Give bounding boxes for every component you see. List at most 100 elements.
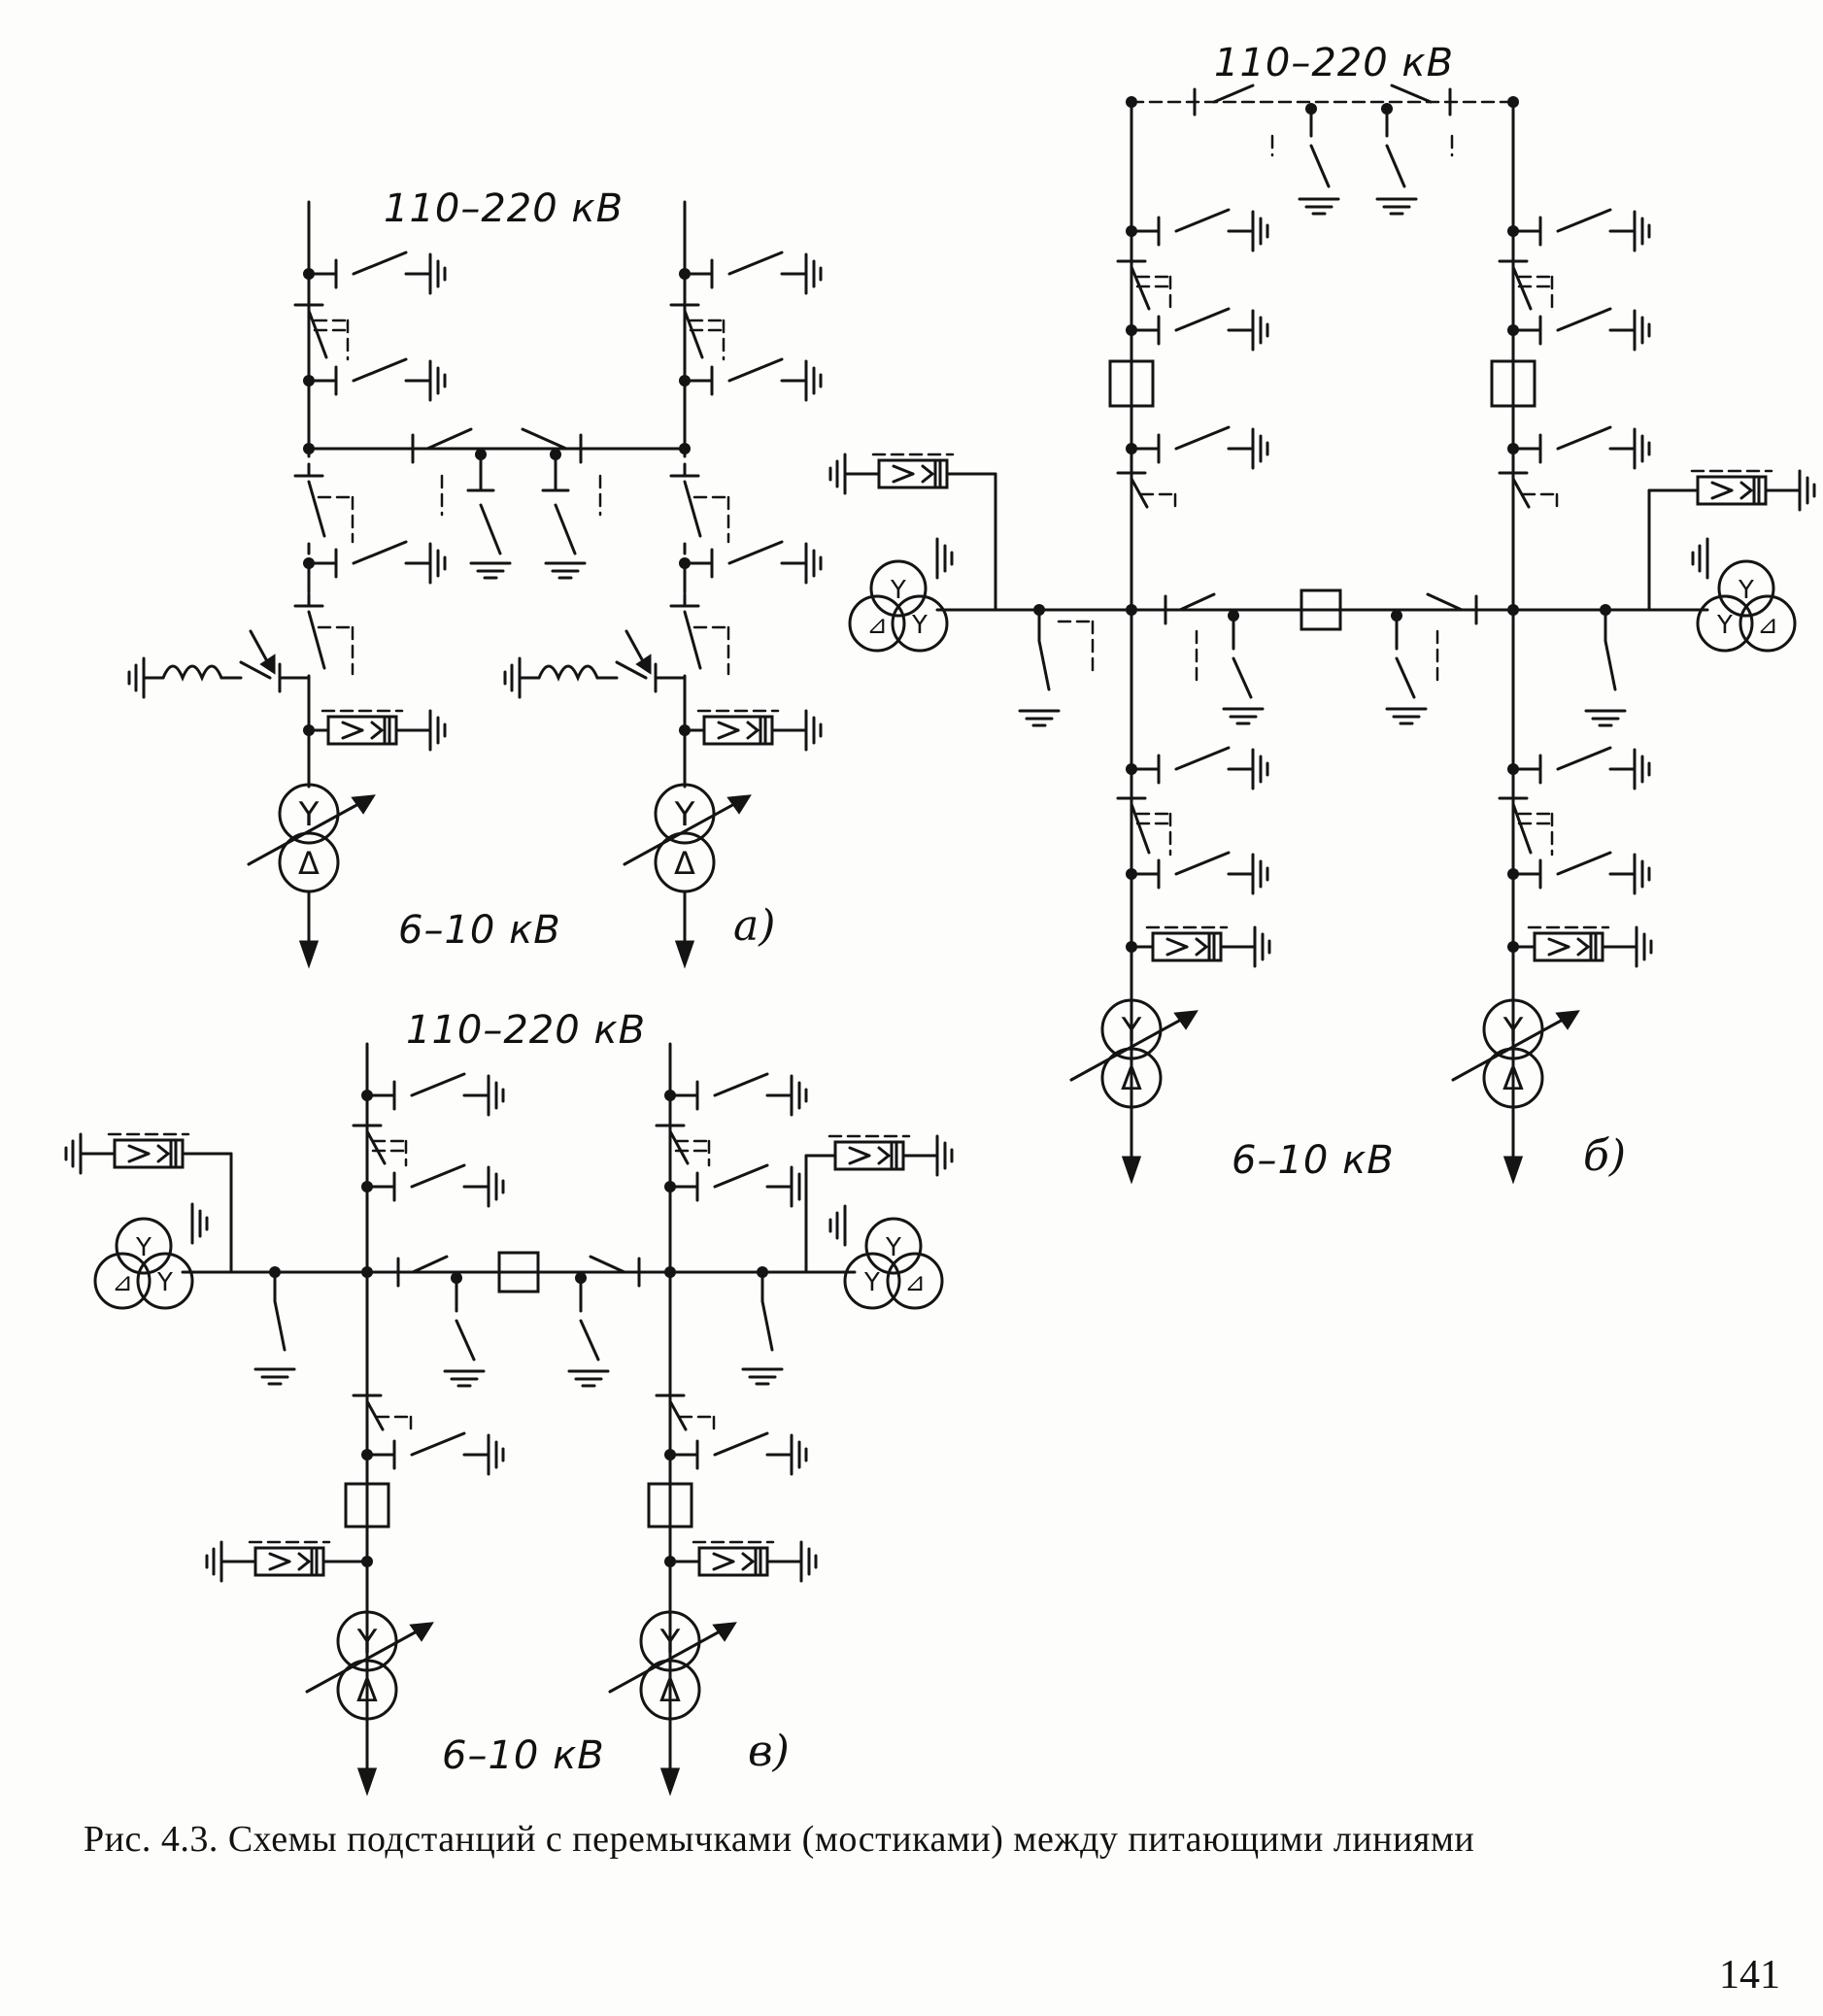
ground-symbol xyxy=(544,561,587,580)
ground-symbol xyxy=(1691,537,1709,580)
ground-symbol xyxy=(190,1202,209,1245)
junction-dot xyxy=(679,375,691,386)
page-number: 141 xyxy=(1719,1953,1780,1998)
winding-symbol: Y xyxy=(659,1623,681,1662)
two-winding-transformer: YΔ xyxy=(305,1610,434,1721)
circuit-breaker xyxy=(1490,359,1536,408)
grounding-switch xyxy=(1130,746,1255,785)
scheme-c-letter: в) xyxy=(748,1727,790,1776)
disconnector xyxy=(293,592,354,688)
winding-symbol: Y xyxy=(911,611,928,640)
junction-dot xyxy=(303,268,315,280)
two-winding-transformer: YΔ xyxy=(1451,998,1580,1109)
bridge xyxy=(365,1255,672,1361)
grounding-switch xyxy=(1130,208,1255,247)
ground-symbol xyxy=(741,1367,784,1386)
junction-dot xyxy=(1305,103,1317,115)
scheme-a-hv-label: 110–220 кВ xyxy=(384,186,625,231)
ground-symbol xyxy=(567,1369,610,1388)
ground-symbol xyxy=(503,656,522,699)
separator xyxy=(1116,783,1172,866)
ground-symbol xyxy=(1018,709,1061,727)
junction-dot xyxy=(757,1266,768,1278)
junction-dot xyxy=(1126,443,1137,454)
winding-symbol: ⊿ xyxy=(112,1268,133,1297)
junction-dot xyxy=(1507,324,1519,336)
disconnector xyxy=(293,462,354,555)
circuit-breaker xyxy=(1300,588,1342,631)
separator xyxy=(293,289,350,371)
grounding-switch xyxy=(1130,307,1255,346)
winding-symbol: Y xyxy=(1502,1011,1524,1050)
junction-dot xyxy=(664,1449,676,1461)
output-arrow xyxy=(356,1717,378,1797)
separator xyxy=(1116,246,1172,322)
winding-symbol: Y xyxy=(1716,611,1733,640)
junction-dot xyxy=(1126,868,1137,880)
ground-symbol xyxy=(804,542,823,585)
feeder-line xyxy=(142,200,330,789)
output-arrow xyxy=(298,890,320,969)
ground-symbol xyxy=(205,1540,223,1583)
grounding-switch xyxy=(668,1072,793,1111)
grounding-switch xyxy=(365,1163,490,1202)
disconnector xyxy=(1498,459,1559,526)
ground-symbol xyxy=(1375,197,1418,216)
ground-symbol xyxy=(804,709,823,752)
winding-symbol: Y xyxy=(1738,576,1754,605)
winding-symbol: ⊿ xyxy=(866,611,888,640)
surge-arrester xyxy=(696,709,808,746)
winding-symbol: ⊿ xyxy=(1757,611,1778,640)
circuit-breaker xyxy=(1108,359,1155,408)
ground-symbol xyxy=(127,656,146,699)
junction-dot xyxy=(679,268,691,280)
surge-arrester xyxy=(827,1134,939,1171)
output-arrow xyxy=(659,1717,681,1797)
ground-symbol xyxy=(1251,853,1269,895)
ground-symbol xyxy=(487,1433,505,1476)
grounding-switch xyxy=(1130,425,1255,464)
ground-symbol xyxy=(790,1074,808,1117)
bridge xyxy=(307,427,687,555)
ground-symbol xyxy=(790,1165,808,1208)
ground-symbol xyxy=(1633,210,1651,252)
scheme-c-lv-label: 6–10 кВ xyxy=(442,1733,605,1778)
junction-dot xyxy=(1033,604,1045,616)
surge-arrester xyxy=(79,1132,190,1169)
disconnector xyxy=(352,1382,413,1449)
surge-arrester xyxy=(1527,925,1638,962)
separator xyxy=(352,1110,408,1177)
grounding-switch xyxy=(365,1431,490,1470)
top-bridge xyxy=(1130,84,1515,188)
disconnector xyxy=(1116,459,1177,526)
circuit-breaker xyxy=(344,1482,390,1529)
three-winding-transformer: YY⊿ xyxy=(93,1217,194,1310)
junction-dot xyxy=(475,449,487,460)
output-arrow xyxy=(1121,1105,1142,1185)
junction-dot xyxy=(1381,103,1393,115)
ground-symbol xyxy=(1633,748,1651,790)
ground-symbol xyxy=(828,1204,847,1247)
junction-dot xyxy=(1507,941,1519,953)
ground-symbol xyxy=(1222,707,1265,725)
junction-dot xyxy=(664,1181,676,1193)
junction-dot xyxy=(550,449,561,460)
ground-symbol xyxy=(1385,707,1428,725)
two-winding-transformer: YΔ xyxy=(1069,998,1198,1109)
ground-symbol xyxy=(1633,427,1651,470)
disconnector xyxy=(669,592,730,688)
grounding-switch xyxy=(683,357,808,396)
separator xyxy=(669,289,726,371)
circuit-breaker xyxy=(647,1482,693,1529)
ground-symbol xyxy=(428,542,447,585)
disconnector xyxy=(655,1382,716,1449)
ground-symbol xyxy=(428,359,447,402)
three-winding-transformer: YY⊿ xyxy=(848,559,949,653)
junction-dot xyxy=(361,1090,373,1101)
ground-symbol xyxy=(1251,748,1269,790)
junction-dot xyxy=(1507,763,1519,775)
bridge xyxy=(1130,592,1515,699)
winding-symbol: Δ xyxy=(1502,1060,1524,1097)
winding-symbol: Y xyxy=(885,1233,901,1262)
junction-dot xyxy=(1391,610,1402,622)
